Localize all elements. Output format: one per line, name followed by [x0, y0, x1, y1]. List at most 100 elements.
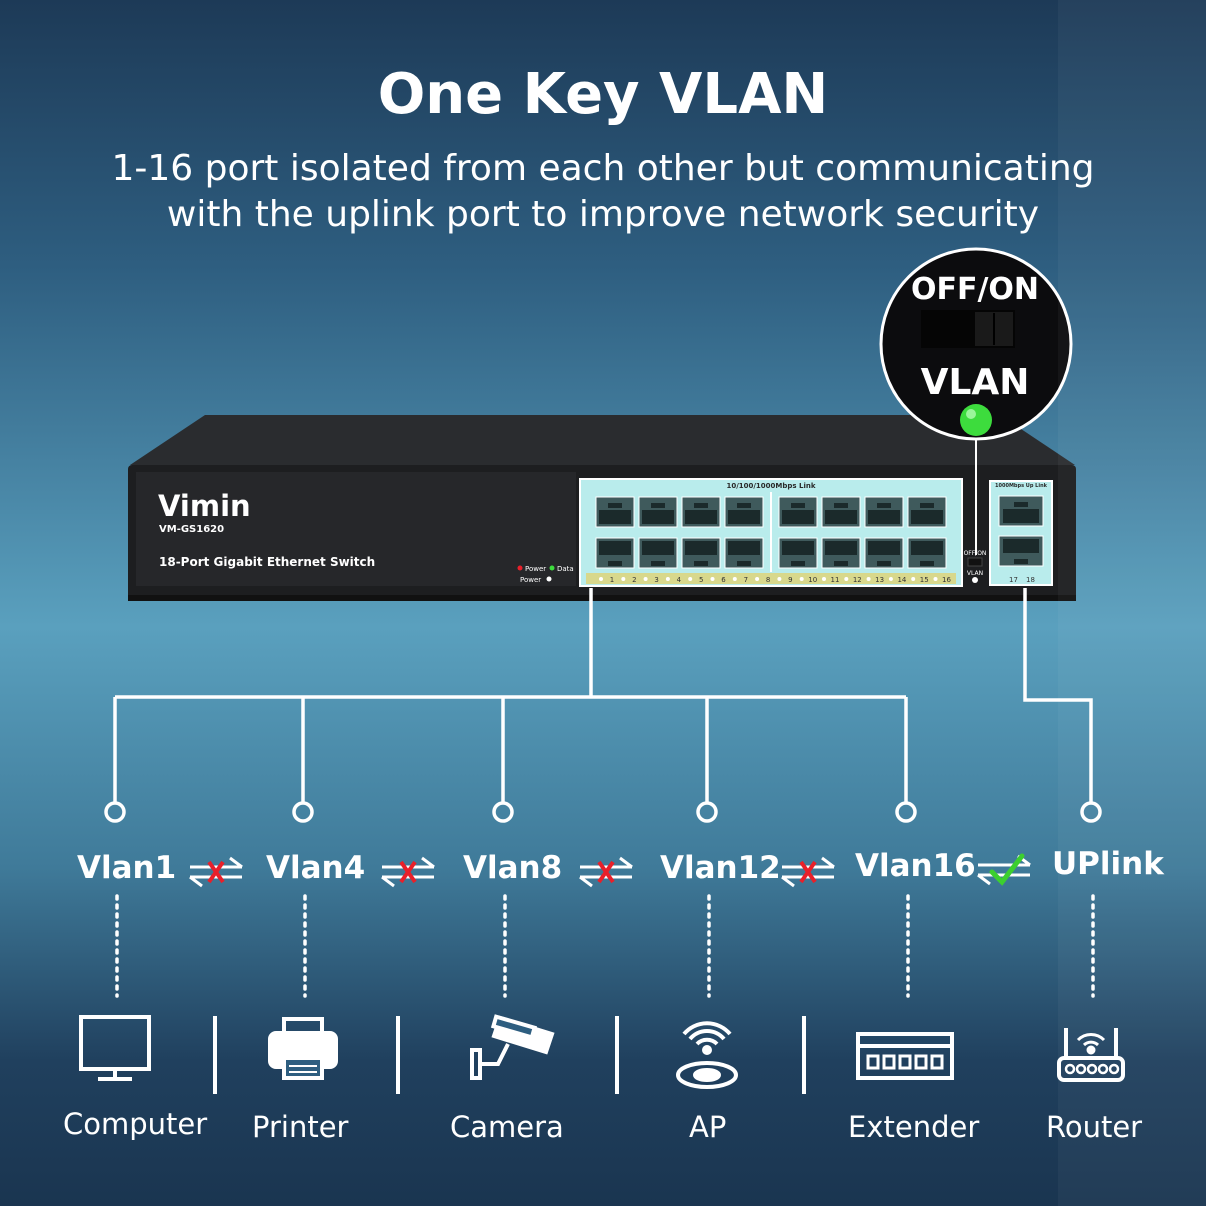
- uplink-number-18: 18: [1026, 576, 1035, 584]
- device-label-camera: Camera: [450, 1110, 564, 1144]
- port-number: 2: [632, 576, 636, 584]
- ethernet-port: [907, 537, 947, 569]
- power-indicator: [546, 576, 552, 582]
- switch-description: 18-Port Gigabit Ethernet Switch: [159, 555, 375, 569]
- node-circle: [1080, 801, 1102, 823]
- cross-icon: [207, 860, 225, 884]
- ethernet-port: [638, 496, 678, 528]
- port-number: 10: [808, 576, 817, 584]
- port-number: 9: [788, 576, 792, 584]
- port-led: [777, 577, 782, 581]
- port-led: [822, 577, 826, 581]
- port-led: [643, 577, 648, 581]
- port-led: [888, 577, 893, 581]
- ethernet-port: [724, 496, 764, 528]
- port-led: [866, 577, 871, 581]
- uplink-label-bottom: UPlink: [1052, 846, 1164, 882]
- ethernet-port: [681, 537, 721, 569]
- node-circle: [292, 801, 314, 823]
- extender-icon: [856, 1032, 954, 1080]
- node-circle: [895, 801, 917, 823]
- device-label-computer: Computer: [63, 1107, 208, 1141]
- port-led: [732, 577, 737, 581]
- camera-icon: [470, 1014, 555, 1080]
- port-led: [799, 577, 804, 581]
- node-circle: [104, 801, 126, 823]
- vlan-label-12: Vlan12: [660, 850, 781, 886]
- device-label-ap: AP: [689, 1110, 727, 1144]
- router-icon: [1057, 1028, 1125, 1082]
- callout-off-on-label: OFF/ON: [910, 272, 1040, 307]
- connection-nodes: [104, 801, 1102, 823]
- vlan-toggle-switch: [967, 557, 983, 567]
- isolation-arrows: [189, 853, 1031, 888]
- node-circle: [492, 801, 514, 823]
- ethernet-port: [907, 496, 947, 528]
- allowed-arrows-icon: [977, 853, 1031, 886]
- port-led: [665, 577, 670, 581]
- switch-top-panel: [130, 415, 1075, 465]
- ethernet-port: [864, 537, 904, 569]
- port-number: 11: [831, 576, 840, 584]
- vlan-label-8: Vlan8: [463, 850, 563, 886]
- port-led: [911, 577, 916, 581]
- ethernet-port: [821, 537, 861, 569]
- uplink-number-17: 17: [1009, 576, 1018, 584]
- ethernet-port: [595, 537, 635, 569]
- vlan-label-16: Vlan16: [855, 848, 976, 884]
- port-led: [844, 577, 849, 581]
- led-data-label: Data: [557, 565, 574, 573]
- power-label: Power: [520, 576, 541, 584]
- vlan-led: [972, 577, 978, 583]
- led-power-label: Power: [525, 565, 546, 573]
- vlan-label-4: Vlan4: [266, 850, 366, 886]
- port-number: 14: [897, 576, 906, 584]
- blocked-arrows-icon: [189, 856, 243, 888]
- subtitle-line-2: with the uplink port to improve network …: [166, 194, 1040, 235]
- uplink-port: [998, 495, 1044, 527]
- node-circle: [696, 801, 718, 823]
- uplink-ports: [998, 495, 1044, 567]
- subtitle-line-1: 1-16 port isolated from each other but c…: [111, 148, 1095, 189]
- uplink-label: 1000Mbps Up Link: [995, 483, 1048, 489]
- ethernet-port: [724, 537, 764, 569]
- ethernet-port: [864, 496, 904, 528]
- page-title: One Key VLAN: [377, 62, 829, 127]
- link-label: 10/100/1000Mbps Link: [726, 482, 815, 490]
- network-wiring: [113, 588, 1093, 802]
- access-point-icon: [676, 1021, 738, 1089]
- uplink-port: [998, 535, 1044, 567]
- port-led: [688, 577, 693, 581]
- device-label-extender: Extender: [848, 1110, 980, 1144]
- port-number: 3: [654, 576, 658, 584]
- ethernet-port: [778, 537, 818, 569]
- blocked-arrows-icon: [381, 856, 435, 888]
- ethernet-port: [778, 496, 818, 528]
- device-label-router: Router: [1046, 1110, 1143, 1144]
- vlan-label-1: Vlan1: [77, 850, 177, 886]
- power-led: [517, 565, 523, 571]
- port-number: 13: [875, 576, 884, 584]
- ethernet-port: [638, 537, 678, 569]
- port-number: 1: [610, 576, 614, 584]
- port-led: [599, 577, 603, 581]
- port-number: 8: [766, 576, 770, 584]
- port-number: 15: [920, 576, 929, 584]
- port-number: 5: [699, 576, 703, 584]
- ethernet-port: [821, 496, 861, 528]
- port-number: 7: [744, 576, 748, 584]
- switch-model: VM-GS1620: [159, 524, 224, 535]
- cross-icon: [597, 860, 615, 884]
- port-led: [710, 577, 715, 581]
- device-separators: [213, 1016, 806, 1094]
- port-number: 4: [677, 576, 682, 584]
- port-led: [755, 577, 760, 581]
- page-subtitle: 1-16 port isolated from each other but c…: [0, 146, 1206, 238]
- check-icon: [989, 853, 1025, 886]
- dotted-links: [115, 894, 1095, 998]
- port-number-strip: [586, 573, 956, 584]
- port-number: 6: [721, 576, 726, 584]
